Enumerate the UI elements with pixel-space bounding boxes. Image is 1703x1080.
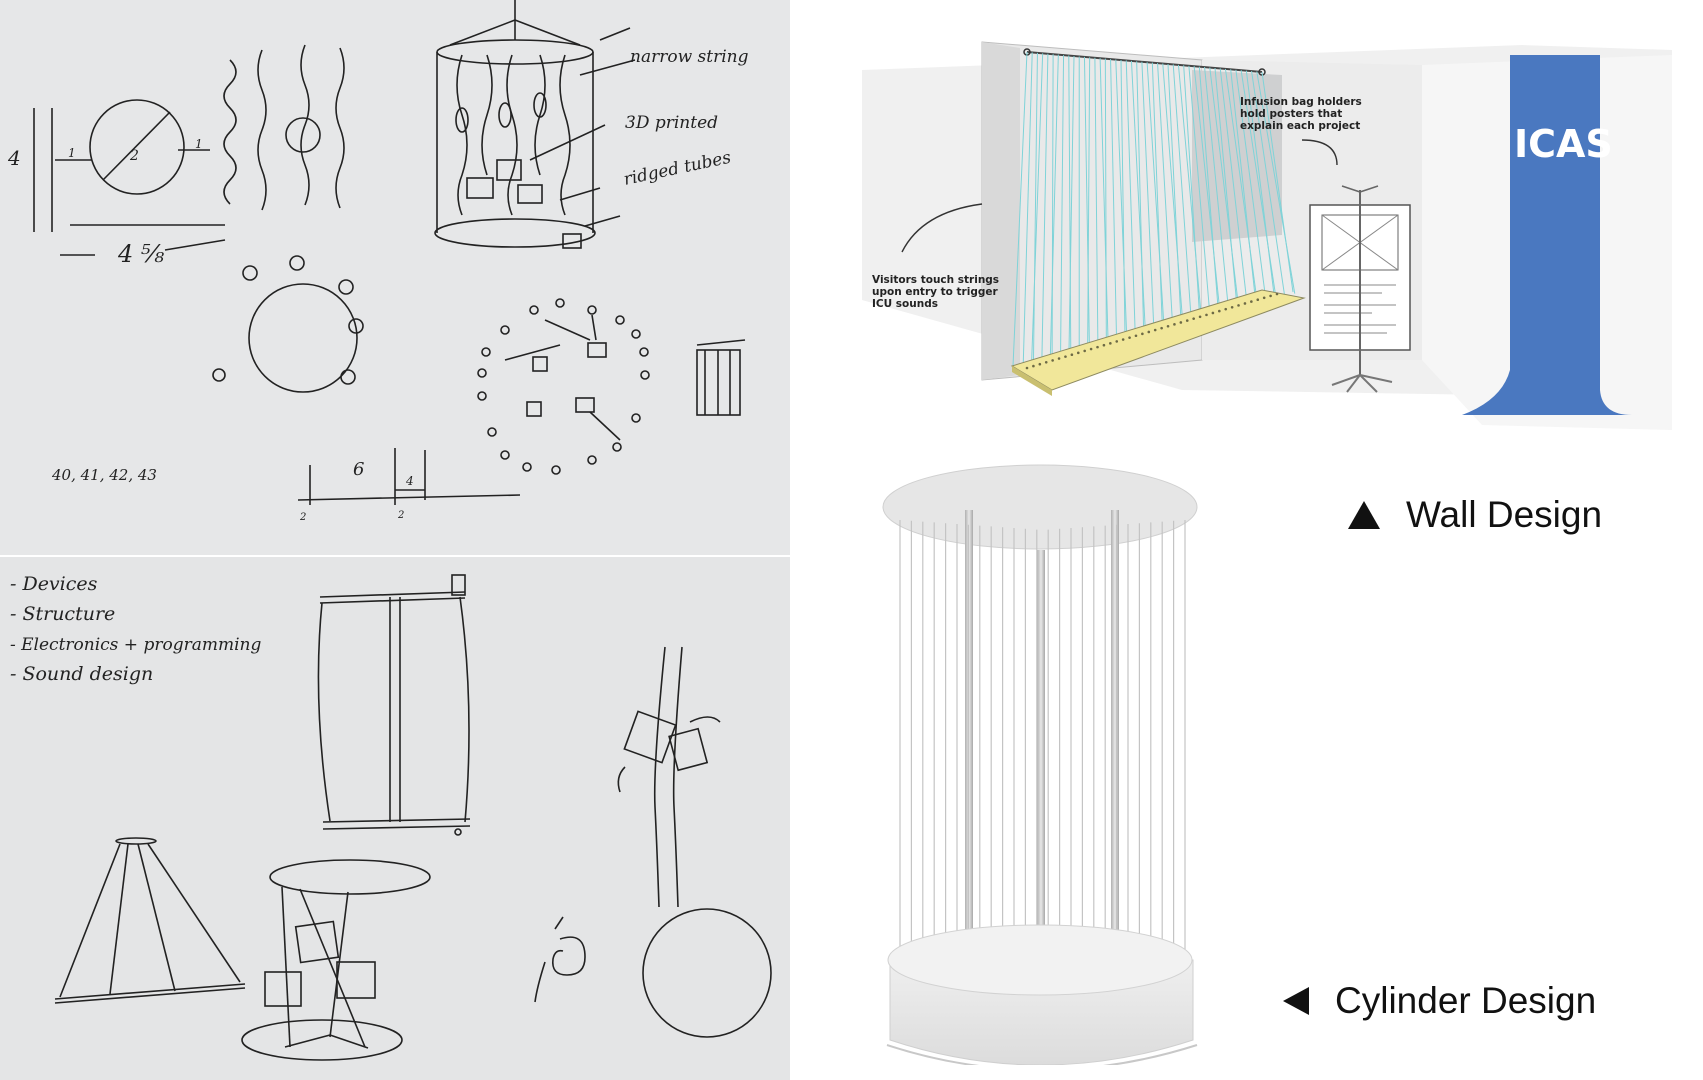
label-3d-printed: 3D printed xyxy=(625,113,718,133)
label-narrow-string: narrow string xyxy=(630,47,749,67)
base-hole xyxy=(1115,340,1118,343)
base-hole xyxy=(1205,314,1208,317)
sketch-dim-6: 6 xyxy=(353,459,364,480)
base-hole xyxy=(1154,329,1157,332)
base-hole xyxy=(1276,293,1279,296)
sketch-list-item-electronics: - Electronics + programming xyxy=(10,635,261,655)
base-hole xyxy=(1058,357,1061,360)
sketch-numbers: 40, 41, 42, 43 xyxy=(51,466,157,484)
sketch-dim-2b: 2 xyxy=(397,510,404,521)
base-hole xyxy=(1192,317,1195,320)
base-hole xyxy=(1167,325,1170,328)
triangle-up-icon xyxy=(1348,501,1380,529)
cylinder-design-render xyxy=(875,455,1235,1065)
base-hole xyxy=(1256,298,1259,301)
base-hole xyxy=(1109,342,1112,345)
annotation-visitors: Visitors touch strings upon entry to tri… xyxy=(872,274,1004,310)
label-ridged-tubes: ridged tubes xyxy=(622,148,733,190)
sketch-list-item-structure: - Structure xyxy=(10,603,115,625)
base-hole xyxy=(1212,312,1215,315)
base-hole xyxy=(1096,346,1099,349)
base-hole xyxy=(1071,353,1074,356)
cylinder-design-caption: Cylinder Design xyxy=(1283,980,1596,1022)
sketch-panel-top: 4 1 2 1 4 ⅝ narrow string 3D printed rid… xyxy=(0,0,790,555)
base-hole xyxy=(1128,336,1131,339)
wall-render-drawing xyxy=(862,30,1672,450)
base-hole xyxy=(1083,350,1086,353)
base-hole xyxy=(1237,304,1240,307)
wall-design-render: ICAS Infusion bag holders hold posters t… xyxy=(862,30,1672,450)
base-hole xyxy=(1224,308,1227,311)
sketch-dim-2a: 2 xyxy=(299,512,306,523)
base-hole xyxy=(1244,302,1247,305)
base-hole xyxy=(1160,327,1163,330)
base-hole xyxy=(1147,331,1150,334)
base-hole xyxy=(1180,321,1183,324)
wall-design-label: Wall Design xyxy=(1406,494,1602,536)
cylinder-design-label: Cylinder Design xyxy=(1335,980,1596,1022)
base-hole xyxy=(1250,300,1253,303)
base-hole xyxy=(1064,355,1067,358)
base-hole xyxy=(1026,367,1029,370)
sketch-dim-2: 2 xyxy=(129,148,139,164)
base-hole xyxy=(1077,352,1080,355)
base-hole xyxy=(1103,344,1106,347)
wall-design-caption: Wall Design xyxy=(1348,494,1602,536)
base-hole xyxy=(1218,310,1221,313)
base-hole xyxy=(1186,319,1189,322)
base-hole xyxy=(1269,295,1272,298)
base-hole xyxy=(1051,359,1054,362)
base-hole xyxy=(1199,315,1202,318)
sketch-top-drawing: 4 1 2 1 4 ⅝ narrow string 3D printed rid… xyxy=(0,0,790,555)
sketch-dim-4: 4 xyxy=(7,146,21,170)
base-hole xyxy=(1090,348,1093,351)
base-hole xyxy=(1231,306,1234,309)
sketch-list-item-devices: - Devices xyxy=(10,573,98,595)
sketch-list-item-sound: - Sound design xyxy=(10,663,153,685)
icas-banner-text: ICAS xyxy=(1514,122,1613,166)
cylinder-render-drawing xyxy=(875,455,1235,1065)
sketch-bottom-drawing: - Devices - Structure - Electronics + pr… xyxy=(0,557,790,1080)
sketch-dim-1: 1 xyxy=(68,146,76,160)
base-hole xyxy=(1263,296,1266,299)
sketch-dim-1-right: 1 xyxy=(195,137,203,151)
base-hole xyxy=(1173,323,1176,326)
sketch-panel-bottom: - Devices - Structure - Electronics + pr… xyxy=(0,557,790,1080)
base-hole xyxy=(1032,365,1035,368)
annotation-infusion-bag: Infusion bag holders hold posters that e… xyxy=(1240,96,1365,132)
base-hole xyxy=(1135,334,1138,337)
base-hole xyxy=(1039,363,1042,366)
base-hole xyxy=(1045,361,1048,364)
base-hole xyxy=(1141,333,1144,336)
sketch-dim-4-small: 4 xyxy=(405,474,414,488)
base-hole xyxy=(1122,338,1125,341)
sketch-dim-bottom: 4 ⅝ xyxy=(117,240,165,268)
triangle-left-icon xyxy=(1283,987,1309,1015)
